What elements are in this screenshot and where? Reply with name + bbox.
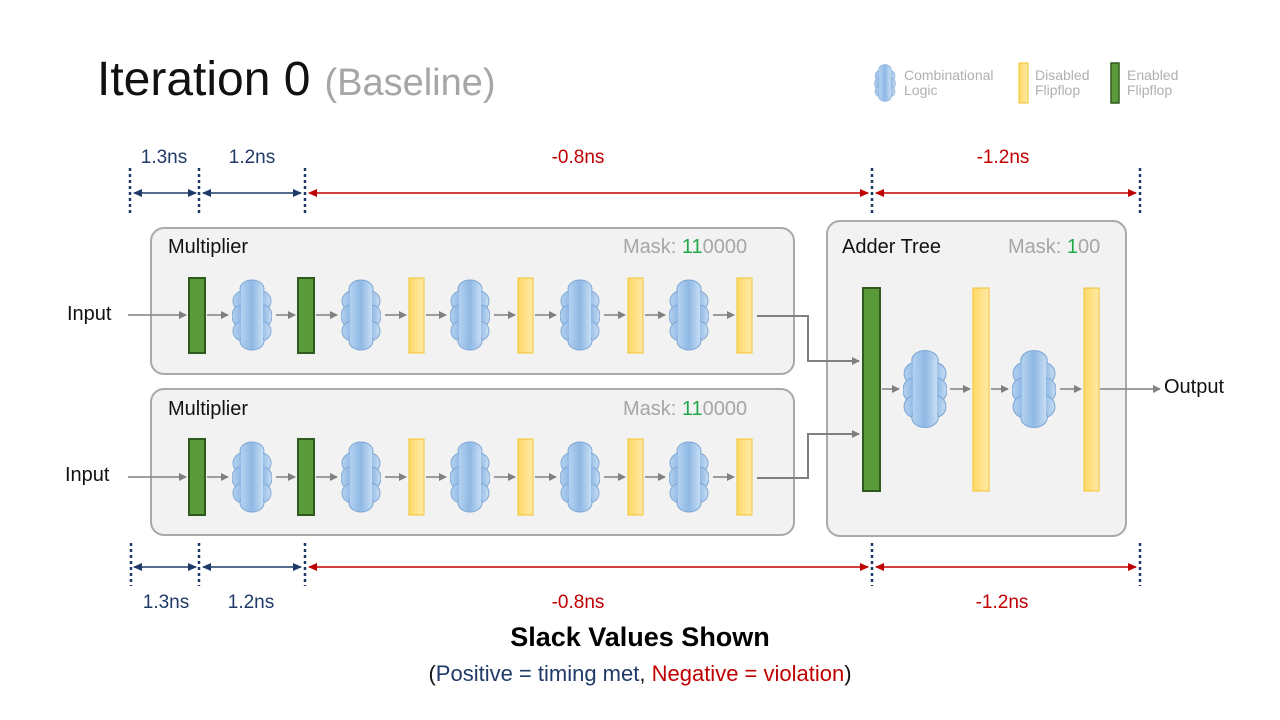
disabled-flipflop	[736, 438, 753, 516]
legend-enabled: Enabled Flipflop	[1127, 68, 1178, 98]
bottom-slack-stage1: 1.3ns	[142, 592, 190, 613]
footer-open-paren: (	[428, 661, 436, 686]
top-slack-stage2: 1.2ns	[228, 147, 276, 168]
adder-tree-title: Adder Tree	[842, 236, 941, 258]
bottom-slack-multiplier: -0.8ns	[551, 592, 605, 613]
legend-disabled: Disabled Flipflop	[1035, 68, 1089, 98]
legend-combinational: Combinational Logic	[904, 68, 994, 98]
legend-cloud-icon	[874, 64, 896, 102]
combinational-logic-cloud	[450, 279, 490, 351]
legend-disabled-line2: Flipflop	[1035, 82, 1081, 98]
disabled-flipflop	[1083, 287, 1100, 492]
enabled-flipflop	[188, 277, 206, 354]
disabled-flipflop	[627, 438, 644, 516]
combinational-logic-cloud	[560, 441, 600, 513]
disabled-flipflop	[736, 277, 753, 354]
output-label: Output	[1164, 376, 1225, 398]
multiplier-1-to-adder-wire	[757, 315, 860, 365]
mask-label: Mask:	[623, 398, 677, 420]
title-main: Iteration 0	[97, 53, 311, 106]
enabled-flipflop	[297, 438, 315, 516]
page-title: Iteration 0 (Baseline)	[97, 50, 496, 113]
bottom-slack-stage2: 1.2ns	[227, 592, 275, 613]
multiplier-2-mask: Mask: 110000	[623, 398, 747, 421]
multiplier-1-pipeline	[128, 277, 753, 354]
top-slack-adder: -1.2ns	[976, 147, 1030, 168]
top-slack-stage1: 1.3ns	[140, 147, 188, 168]
multiplier-2-title: Multiplier	[168, 398, 249, 420]
multiplier-1-mask: Mask: 110000	[623, 236, 747, 259]
combinational-logic-cloud	[560, 279, 600, 351]
combinational-logic-cloud	[669, 441, 709, 513]
combinational-logic-cloud	[903, 349, 947, 429]
mask-label: Mask:	[1008, 236, 1062, 258]
legend-enabled-line2: Flipflop	[1127, 82, 1173, 98]
footer-negative: Negative = violation	[651, 661, 845, 686]
enabled-flipflop	[188, 438, 206, 516]
disabled-flipflop	[517, 277, 534, 354]
top-slack-multiplier: -0.8ns	[551, 147, 605, 168]
disabled-flipflop	[408, 277, 425, 354]
combinational-logic-cloud	[450, 441, 490, 513]
mask-off-bits: 0000	[702, 398, 748, 420]
enabled-flipflop	[862, 287, 881, 492]
multiplier-2-pipeline	[128, 438, 753, 516]
disabled-flipflop	[972, 287, 990, 492]
bottom-slack-adder: -1.2ns	[975, 592, 1029, 613]
disabled-flipflop	[627, 277, 644, 354]
input-1-label: Input	[67, 303, 112, 325]
multiplier-2-to-adder-wire	[757, 430, 860, 479]
combinational-logic-cloud	[232, 279, 272, 351]
footer-title: Slack Values Shown	[510, 622, 770, 652]
mask-on-bits: 1	[1066, 236, 1079, 258]
combinational-logic-cloud	[232, 441, 272, 513]
legend-enabled-line1: Enabled	[1127, 67, 1179, 83]
footer-close-paren: )	[844, 661, 852, 686]
footer-legend: (Positive = timing met, Negative = viola…	[0, 661, 1280, 687]
mask-label: Mask:	[623, 236, 677, 258]
mask-on-bits: 11	[681, 398, 703, 420]
combinational-logic-cloud	[669, 279, 709, 351]
adder-tree-pipeline	[862, 287, 1161, 492]
combinational-logic-cloud	[341, 279, 381, 351]
footer-positive: Positive = timing met	[435, 661, 640, 686]
legend-combinational-line2: Logic	[904, 82, 938, 98]
combinational-logic-cloud	[341, 441, 381, 513]
legend-enabled-flipflop-icon	[1110, 62, 1120, 104]
combinational-logic-cloud	[1012, 349, 1056, 429]
mask-on-bits: 11	[681, 236, 703, 258]
disabled-flipflop	[408, 438, 425, 516]
footer-separator: ,	[639, 661, 652, 686]
legend-disabled-line1: Disabled	[1035, 67, 1090, 83]
adder-tree-mask: Mask: 100	[1008, 236, 1100, 259]
disabled-flipflop	[517, 438, 534, 516]
multiplier-1-title: Multiplier	[168, 236, 249, 258]
legend-combinational-line1: Combinational	[904, 67, 994, 83]
title-sub: (Baseline)	[324, 62, 496, 104]
input-2-label: Input	[65, 464, 110, 486]
mask-off-bits: 0000	[702, 236, 748, 258]
mask-off-bits: 00	[1078, 236, 1101, 258]
legend-disabled-flipflop-icon	[1018, 62, 1029, 104]
enabled-flipflop	[297, 277, 315, 354]
